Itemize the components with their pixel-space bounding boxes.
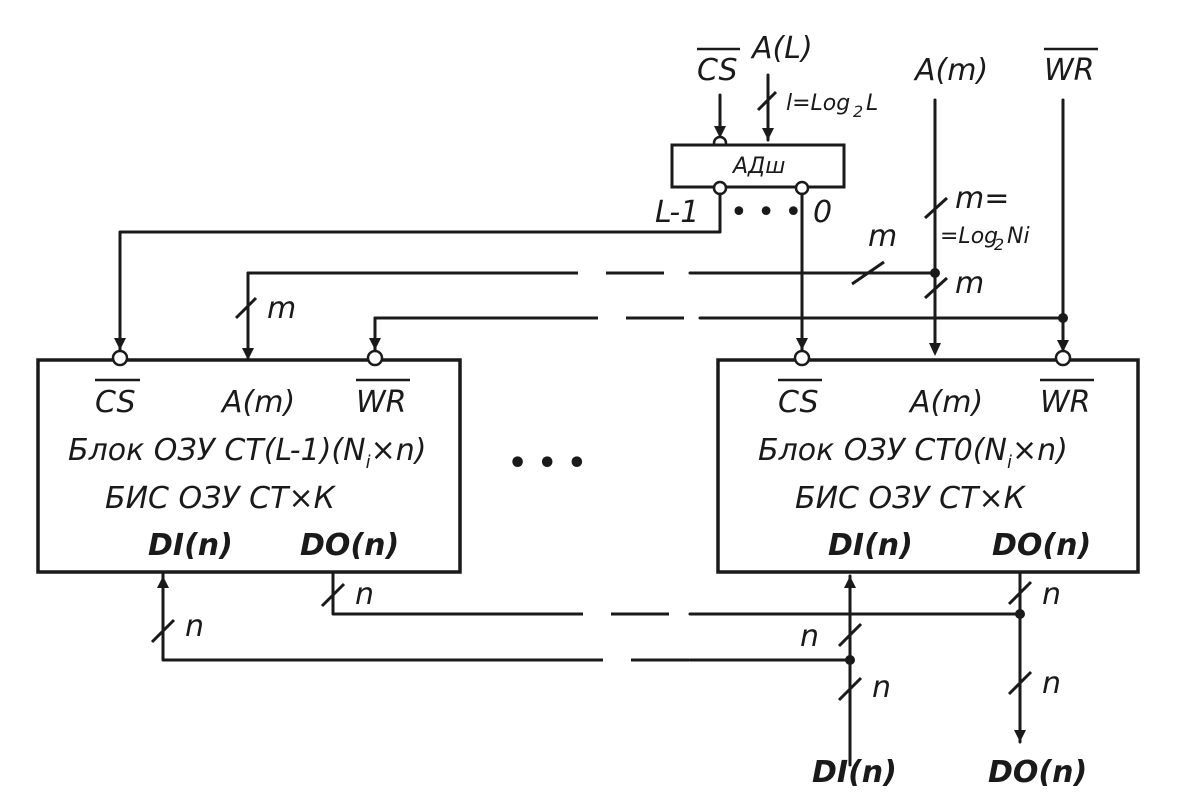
decoder: АДш L-1 • • • 0 bbox=[655, 143, 846, 230]
addr-right-slash bbox=[923, 276, 949, 300]
n-do-output-label: n bbox=[1042, 666, 1061, 701]
addr-left-slash bbox=[234, 296, 258, 320]
left-a-label: A(m) bbox=[220, 385, 295, 420]
do-right-slash-lower bbox=[1007, 670, 1033, 696]
do-output-arrow bbox=[1014, 730, 1026, 742]
data-bus-labels: n n n n n n bbox=[185, 577, 1061, 705]
right-wr-label: WR bbox=[1040, 385, 1091, 420]
m-bus-label: m bbox=[868, 219, 897, 254]
cs-left-wire bbox=[118, 192, 722, 354]
left-cs-label: CS bbox=[95, 385, 136, 420]
decoder-label: АДш bbox=[731, 154, 785, 179]
addr-junction-dot bbox=[930, 268, 940, 278]
left-wr-label: WR bbox=[356, 385, 407, 420]
decoder-out-last-bubble bbox=[794, 180, 810, 196]
n-do-left-label: n bbox=[355, 577, 374, 612]
wr-left-arrow bbox=[369, 338, 381, 350]
do-output-label: DO(n) bbox=[988, 755, 1087, 790]
cs-left-arrow bbox=[114, 338, 126, 350]
wr-input-label: WR bbox=[1044, 53, 1095, 88]
a-m-input-arrow bbox=[929, 343, 941, 356]
addr-left-arrow bbox=[242, 348, 254, 360]
right-di-label: DI(n) bbox=[828, 528, 913, 563]
control-wiring bbox=[114, 192, 1068, 362]
data-wiring bbox=[150, 570, 1033, 767]
l-equation-label: l=Log bbox=[786, 91, 850, 116]
left-memory-block: CS A(m) WR Блок ОЗУ СТ(L-1)(Ni×n) БИС ОЗ… bbox=[36, 349, 462, 574]
right-memory-block: CS A(m) WR Блок ОЗУ СТ0(Ni×n) БИС ОЗУ СТ… bbox=[716, 349, 1140, 574]
a-l-input-label: A(L) bbox=[750, 31, 813, 66]
left-cs-bubble bbox=[111, 349, 129, 367]
addr-bus-slash bbox=[851, 260, 885, 286]
left-di-label: DI(n) bbox=[148, 528, 233, 563]
cs-input-arrow bbox=[714, 126, 726, 138]
di-output-label: DI(n) bbox=[812, 755, 897, 790]
right-block-subtitle: БИС ОЗУ СТ×К bbox=[795, 481, 1027, 516]
do-right-slash-upper bbox=[1007, 580, 1033, 606]
right-block-title: Блок ОЗУ СТ0(Ni×n) bbox=[758, 433, 1068, 473]
di-left-arrow bbox=[157, 576, 169, 588]
decoder-out-ellipsis: • • • bbox=[730, 195, 802, 230]
di-bus-left-wire bbox=[161, 570, 547, 662]
decoder-out-last-label: 0 bbox=[813, 195, 832, 230]
left-block-box bbox=[36, 358, 462, 574]
di-right-slash-upper bbox=[837, 622, 863, 648]
n-di-output-label: n bbox=[872, 670, 891, 705]
l-equation-subscript: 2 bbox=[853, 102, 863, 121]
left-wr-bubble bbox=[366, 349, 384, 367]
right-cs-bubble bbox=[793, 349, 811, 367]
cs-right-arrow bbox=[796, 338, 808, 350]
wr-junction-dot bbox=[1058, 313, 1068, 323]
di-right-slash-lower bbox=[837, 676, 863, 702]
left-block-title: Блок ОЗУ СТ(L-1)(Ni×n) bbox=[68, 433, 426, 473]
a-m-input-label: A(m) bbox=[913, 53, 988, 88]
decoder-out-first-bubble bbox=[712, 180, 728, 196]
m-equation-line1: m= bbox=[955, 181, 1009, 216]
m-right-label: m bbox=[955, 266, 984, 301]
addr-input-slash bbox=[923, 196, 949, 220]
decoder-out-first-label: L-1 bbox=[655, 195, 699, 230]
a-l-input-arrow bbox=[762, 128, 774, 140]
a-l-bus-slash bbox=[756, 90, 778, 112]
m-equation-tail: Ni bbox=[1007, 224, 1030, 249]
m-equation-subscript: 2 bbox=[994, 235, 1004, 254]
wr-input-arrow bbox=[1057, 340, 1069, 352]
right-wr-bubble bbox=[1054, 349, 1072, 367]
m-equation-line2: =Log bbox=[940, 224, 998, 249]
do-left-slash bbox=[320, 582, 346, 608]
decoder-box bbox=[670, 143, 846, 189]
bus-labels: m= =Log 2 Ni m m m bbox=[267, 181, 1030, 326]
right-do-label: DO(n) bbox=[992, 528, 1091, 563]
top-inputs: CS A(L) l=Log 2 L A(m) WR bbox=[697, 31, 1098, 356]
right-cs-label: CS bbox=[778, 385, 819, 420]
do-bus-left-wire bbox=[331, 570, 527, 616]
n-di-bus-label: n bbox=[800, 619, 819, 654]
l-equation-tail: L bbox=[866, 91, 878, 116]
n-di-left-label: n bbox=[185, 609, 204, 644]
n-do-right-label: n bbox=[1042, 577, 1061, 612]
di-right-arrow bbox=[844, 576, 856, 588]
left-do-label: DO(n) bbox=[300, 528, 399, 563]
cs-input-label: CS bbox=[697, 53, 738, 88]
right-block-box bbox=[716, 358, 1140, 574]
m-left-label: m bbox=[267, 291, 296, 326]
left-block-subtitle: БИС ОЗУ СТ×К bbox=[105, 481, 337, 516]
right-a-label: A(m) bbox=[908, 385, 983, 420]
blocks-ellipsis: • • • bbox=[508, 446, 586, 481]
di-left-slash bbox=[150, 618, 176, 644]
